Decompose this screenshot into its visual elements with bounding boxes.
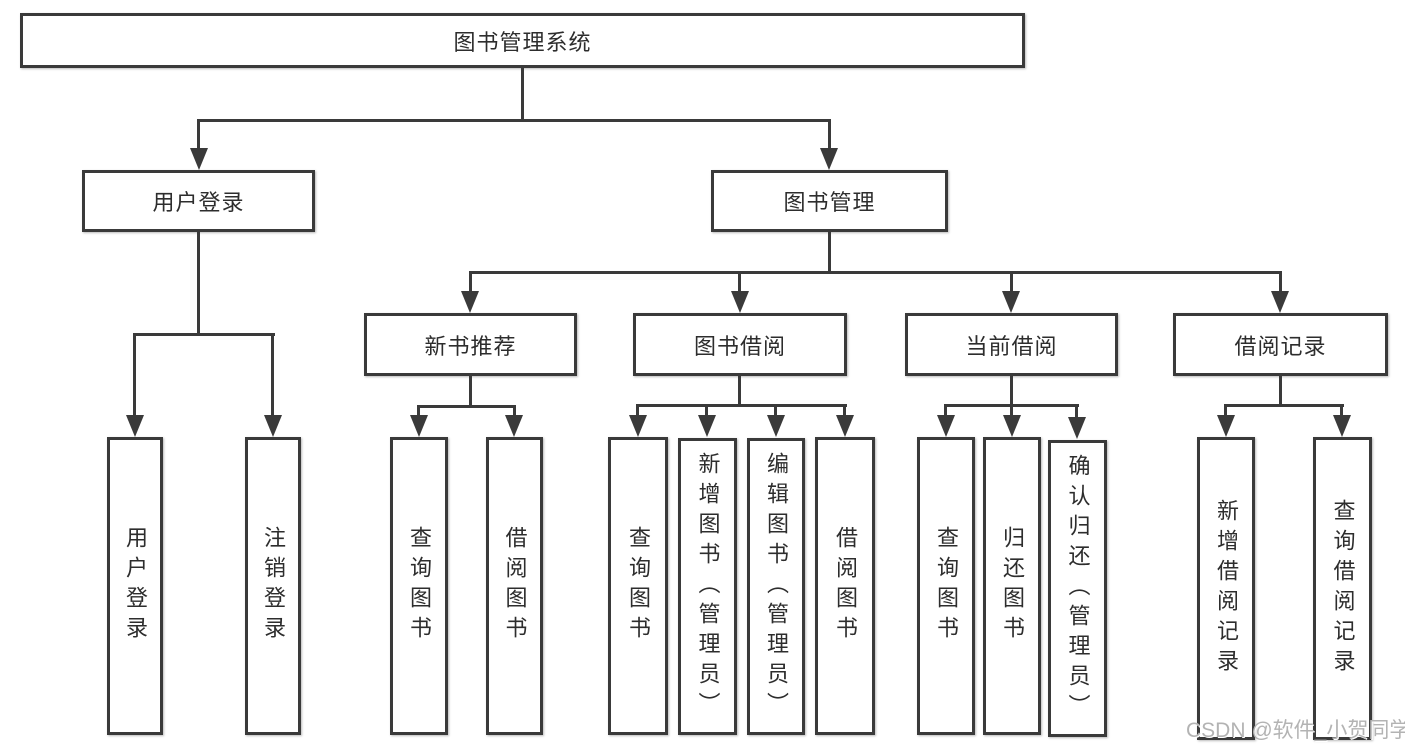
arrowhead-down-icon <box>126 415 144 437</box>
leaf-label: 编辑图书（管理员） <box>764 451 789 722</box>
connector-line <box>828 232 831 274</box>
node-new-book-recommend: 新书推荐 <box>364 313 577 376</box>
connector-line <box>271 333 274 417</box>
connector-line <box>944 404 947 417</box>
leaf-label: 借阅图书 <box>502 526 528 646</box>
connector-line <box>513 405 516 417</box>
connector-line <box>636 404 639 417</box>
leaf-label: 归还图书 <box>1000 526 1025 646</box>
leaf-label: 借阅图书 <box>833 526 858 646</box>
leaf-label: 查询图书 <box>934 526 959 646</box>
node-borrowing-records: 借阅记录 <box>1173 313 1388 376</box>
leaf-label: 查询图书 <box>407 526 432 646</box>
connector-line <box>843 404 846 417</box>
arrowhead-down-icon <box>836 415 854 437</box>
leaf-label: 查询借阅记录 <box>1330 498 1356 679</box>
arrowhead-down-icon <box>1333 415 1351 437</box>
leaf-query-borrow-record: 查询借阅记录 <box>1313 437 1372 740</box>
leaf-query-books-1: 查询图书 <box>390 437 448 735</box>
connector-line <box>738 376 741 407</box>
connector-line <box>417 405 516 408</box>
connector-line <box>469 271 1282 274</box>
arrowhead-down-icon <box>937 415 955 437</box>
watermark: CSDN @软件_小贺同学 <box>1186 719 1405 742</box>
arrowhead-down-icon <box>629 415 647 437</box>
connector-line <box>521 68 524 122</box>
node-label: 借阅记录 <box>1234 333 1327 359</box>
leaf-borrow-books-2: 借阅图书 <box>815 437 875 735</box>
leaf-label: 用户登录 <box>123 526 148 646</box>
connector-line <box>417 405 420 417</box>
arrowhead-down-icon <box>1217 415 1235 437</box>
leaf-borrow-books-1: 借阅图书 <box>486 437 543 735</box>
leaf-query-books-2: 查询图书 <box>608 437 668 735</box>
node-library-system: 图书管理系统 <box>20 13 1025 68</box>
node-user-login-branch: 用户登录 <box>82 170 315 232</box>
arrowhead-down-icon <box>1002 291 1020 313</box>
arrowhead-down-icon <box>698 415 716 437</box>
arrowhead-down-icon <box>820 148 838 170</box>
leaf-add-borrow-record: 新增借阅记录 <box>1197 437 1255 740</box>
connector-line <box>1224 404 1344 407</box>
connector-line <box>1010 271 1013 293</box>
leaf-logout: 注销登录 <box>245 437 301 735</box>
arrowhead-down-icon <box>264 415 282 437</box>
connector-line <box>774 404 777 417</box>
connector-line <box>1340 404 1343 417</box>
leaf-label: 确认归还（管理员） <box>1065 453 1091 724</box>
node-label: 当前借阅 <box>965 333 1058 359</box>
node-label: 图书借阅 <box>693 333 786 359</box>
connector-line <box>828 119 831 150</box>
connector-line <box>738 271 741 293</box>
node-label: 图书管理 <box>783 190 876 215</box>
connector-line <box>133 333 136 417</box>
connector-line <box>469 271 472 293</box>
connector-line <box>1075 404 1078 418</box>
connector-line <box>1010 404 1013 417</box>
node-label: 用户登录 <box>152 190 245 215</box>
arrowhead-down-icon <box>767 415 785 437</box>
connector-line <box>636 404 847 407</box>
connector-line <box>133 333 275 336</box>
connector-line <box>1224 404 1227 417</box>
connector-line <box>1010 376 1013 407</box>
leaf-label: 新增图书（管理员） <box>695 451 721 722</box>
connector-line <box>197 119 200 150</box>
arrowhead-down-icon <box>1003 415 1021 437</box>
connector-line <box>1279 271 1282 293</box>
arrowhead-down-icon <box>1271 291 1289 313</box>
leaf-query-books-3: 查询图书 <box>917 437 975 735</box>
leaf-label: 新增借阅记录 <box>1214 498 1239 679</box>
leaf-edit-books-admin: 编辑图书（管理员） <box>747 438 805 735</box>
connector-line <box>1279 376 1282 407</box>
leaf-add-books-admin: 新增图书（管理员） <box>678 438 737 735</box>
node-label: 新书推荐 <box>424 333 517 359</box>
leaf-label: 查询图书 <box>626 526 651 646</box>
node-book-borrowing: 图书借阅 <box>633 313 847 376</box>
connector-line <box>469 376 472 408</box>
connector-line <box>197 232 200 336</box>
connector-line <box>705 404 708 417</box>
leaf-user-login: 用户登录 <box>107 437 163 735</box>
leaf-confirm-return-admin: 确认归还（管理员） <box>1048 440 1107 737</box>
arrowhead-down-icon <box>1068 417 1086 439</box>
arrowhead-down-icon <box>505 415 523 437</box>
connector-line <box>197 119 831 122</box>
node-current-borrowing: 当前借阅 <box>905 313 1118 376</box>
arrowhead-down-icon <box>190 148 208 170</box>
arrowhead-down-icon <box>410 415 428 437</box>
node-label: 图书管理系统 <box>453 29 592 55</box>
leaf-label: 注销登录 <box>261 526 286 646</box>
arrowhead-down-icon <box>731 291 749 313</box>
leaf-return-books: 归还图书 <box>983 437 1041 735</box>
arrowhead-down-icon <box>461 291 479 313</box>
node-book-management: 图书管理 <box>711 170 948 232</box>
